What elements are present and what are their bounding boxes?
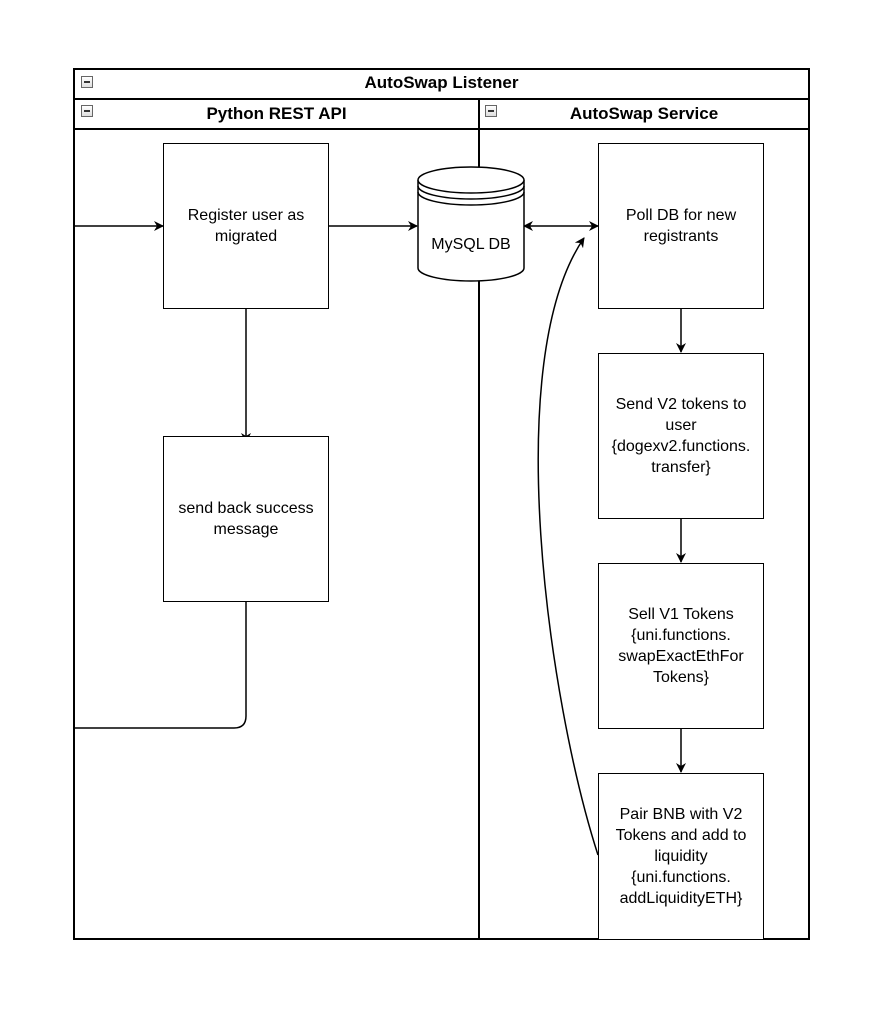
sell-v1-tokens-box[interactable]: Sell V1 Tokens {uni.functions. swapExact… xyxy=(598,563,764,729)
lane-autoswap-collapse-icon[interactable] xyxy=(485,105,497,117)
mysql-db-cylinder-icon xyxy=(417,166,525,282)
pool-frame xyxy=(73,68,810,940)
edge-pair-bnb-to-poll-loop xyxy=(537,237,599,856)
edge-send-back-exit xyxy=(75,601,247,729)
lane-header-autoswap-service: AutoSwap Service xyxy=(480,100,808,130)
pool-title-bar: AutoSwap Listener xyxy=(73,68,810,100)
lane-title-autoswap-service: AutoSwap Service xyxy=(569,104,719,123)
register-user-box[interactable]: Register user as migrated xyxy=(163,143,329,309)
lane-divider xyxy=(478,100,480,940)
lane-python-collapse-icon[interactable] xyxy=(81,105,93,117)
poll-db-box[interactable]: Poll DB for new registrants xyxy=(598,143,764,309)
send-back-success-box[interactable]: send back success message xyxy=(163,436,329,602)
pool-title: AutoSwap Listener xyxy=(364,73,519,92)
send-v2-tokens-box[interactable]: Send V2 tokens to user {dogexv2.function… xyxy=(598,353,764,519)
pool-collapse-icon[interactable] xyxy=(81,76,93,88)
lane-title-python-rest-api: Python REST API xyxy=(206,104,347,123)
mysql-db-label: MySQL DB xyxy=(431,236,511,253)
pair-bnb-liquidity-box[interactable]: Pair BNB with V2 Tokens and add to liqui… xyxy=(598,773,764,940)
lane-header-python-rest-api: Python REST API xyxy=(75,100,478,130)
